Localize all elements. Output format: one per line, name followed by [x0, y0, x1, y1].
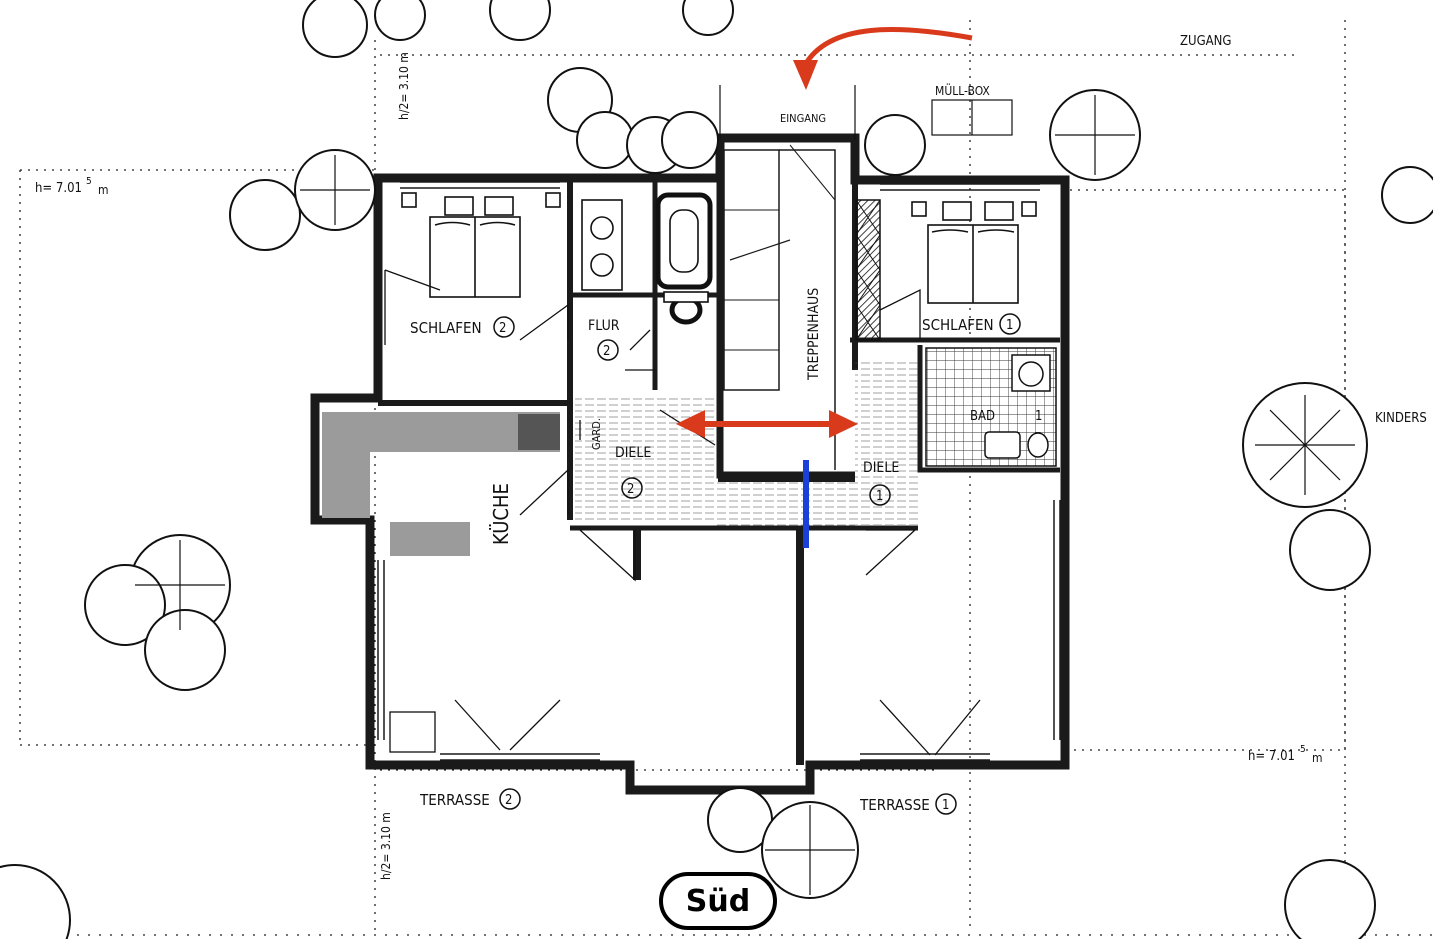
door-swings [384, 269, 981, 756]
bathroom-fixtures [984, 354, 1051, 459]
label-kinder: KINDERS [1375, 411, 1427, 426]
property-lines [0, 20, 1433, 936]
label-diele-1-num: 1 [876, 489, 883, 504]
label-bad: BAD [970, 409, 995, 424]
tree-spokes [135, 95, 1355, 895]
label-flur: FLUR [588, 318, 620, 334]
hall-arrow-head-left [676, 410, 705, 438]
wardrobe-right [855, 199, 881, 341]
label-terrasse-2-num: 2 [505, 793, 512, 808]
label-height-right: h= 7.01 [1248, 749, 1295, 764]
label-schlafen-2: SCHLAFEN [410, 319, 482, 337]
label-kueche: KÜCHE [489, 483, 513, 545]
label-schlafen-2-num: 2 [499, 321, 506, 336]
entrance-arrow-head [793, 60, 818, 90]
hall-floor-right [855, 360, 920, 525]
corridor-floor [715, 478, 855, 526]
room-labels: ZUGANG MÜLL-BOX EINGANG TREPPENHAUS SCHL… [410, 34, 1427, 815]
dimension-labels: h= 7.01 5 m h= 7.01 5 m h/2= 3.10 m h/2=… [35, 52, 1323, 880]
label-height-left: h= 7.01 [35, 181, 82, 196]
label-flur-num: 2 [603, 344, 610, 359]
bed-left [401, 192, 561, 298]
label-terrasse-2: TERRASSE [419, 791, 490, 809]
label-setback-bottom: h/2= 3.10 m [379, 812, 393, 880]
hall-floor [575, 395, 715, 523]
label-schlafen-1-num: 1 [1006, 318, 1013, 333]
label-terrasse-1: TERRASSE [859, 796, 930, 814]
bed-right [911, 201, 1037, 304]
bathroom-2-fixtures [581, 192, 713, 325]
staircase [723, 144, 836, 470]
label-diele-1: DIELE [863, 460, 899, 476]
label-treppenhaus: TREPPENHAUS [806, 288, 822, 381]
label-height-left-unit: m [98, 183, 109, 197]
label-diele-2-num: 2 [627, 482, 634, 497]
label-bad-num: 1 [1035, 409, 1042, 424]
label-height-left-sup: 5 [86, 176, 92, 187]
label-muell-box: MÜLL-BOX [935, 82, 990, 98]
label-terrasse-1-num: 1 [942, 798, 949, 813]
hall-arrow-head-right [829, 410, 858, 438]
label-schlafen-1: SCHLAFEN [922, 316, 994, 334]
label-height-right-sup: 5 [1300, 744, 1306, 755]
label-height-right-unit: m [1312, 751, 1323, 765]
south-badge: Süd [659, 872, 777, 930]
entrance-area [719, 85, 1013, 140]
entrance-arrow [802, 27, 973, 67]
label-eingang: EINGANG [780, 112, 826, 125]
kitchen-counter [322, 412, 560, 556]
label-setback-top: h/2= 3.10 m [397, 52, 411, 120]
label-zugang: ZUGANG [1180, 34, 1231, 49]
label-diele-2: DIELE [615, 445, 651, 461]
label-garderobe: GARD. [590, 418, 603, 450]
annotation-arrows [676, 27, 973, 438]
windows [377, 181, 1061, 761]
